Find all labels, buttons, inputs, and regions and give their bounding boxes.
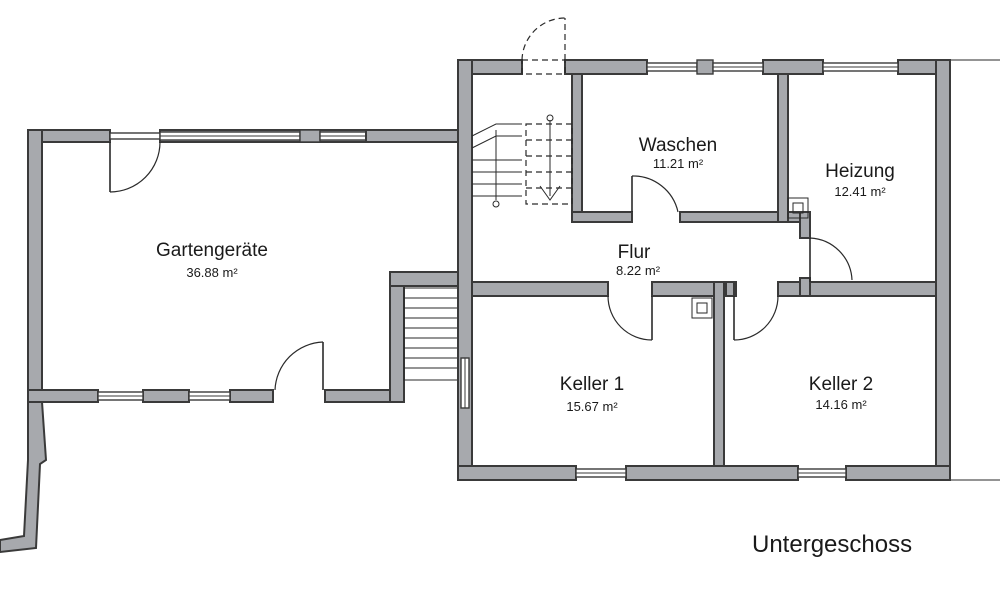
label-gartengeraete: Gartengeräte 36.88 m² — [156, 240, 268, 280]
windows-main — [460, 59, 899, 478]
room-name-keller2: Keller 2 — [809, 374, 873, 395]
label-flur: Flur 8.22 m² — [616, 242, 661, 278]
room-area-keller1: 15.67 m² — [566, 399, 618, 414]
room-name-flur: Flur — [618, 242, 651, 263]
room-area-heizung: 12.41 m² — [834, 184, 886, 199]
outside-stairs — [403, 287, 459, 381]
door-keller1 — [607, 295, 653, 341]
ground-line — [950, 59, 1000, 481]
entry-door — [521, 17, 566, 75]
room-area-flur: 8.22 m² — [616, 263, 661, 278]
chimney-keller — [691, 297, 713, 319]
room-name-keller1: Keller 1 — [560, 374, 624, 395]
floor-title: Untergeschoss — [752, 531, 912, 558]
room-area-waschen: 11.21 m² — [653, 156, 704, 171]
garden-path-wall — [0, 401, 48, 554]
room-area-keller2: 14.16 m² — [815, 397, 867, 412]
door-gartengeraete-bottom — [274, 341, 324, 391]
walls-gartengeraete — [27, 129, 461, 403]
interior-stairs — [471, 114, 573, 208]
label-heizung: Heizung 12.41 m² — [825, 161, 895, 199]
walls-main-outer — [457, 59, 951, 481]
door-keller2 — [733, 295, 779, 341]
room-name-gartengeraete: Gartengeräte — [156, 240, 268, 261]
label-waschen: Waschen 11.21 m² — [639, 135, 718, 171]
room-area-gartengeraete: 36.88 m² — [186, 265, 238, 280]
room-name-waschen: Waschen — [639, 135, 718, 156]
chimney-heizung — [787, 197, 809, 219]
label-keller2: Keller 2 14.16 m² — [809, 374, 873, 412]
walls-interior — [471, 73, 937, 467]
room-name-heizung: Heizung — [825, 161, 895, 182]
windows-gartengeraete — [97, 129, 461, 401]
door-waschen — [631, 175, 679, 213]
door-heizung — [809, 237, 853, 282]
door-gartengeraete-top — [109, 141, 161, 193]
label-keller1: Keller 1 15.67 m² — [560, 374, 624, 414]
